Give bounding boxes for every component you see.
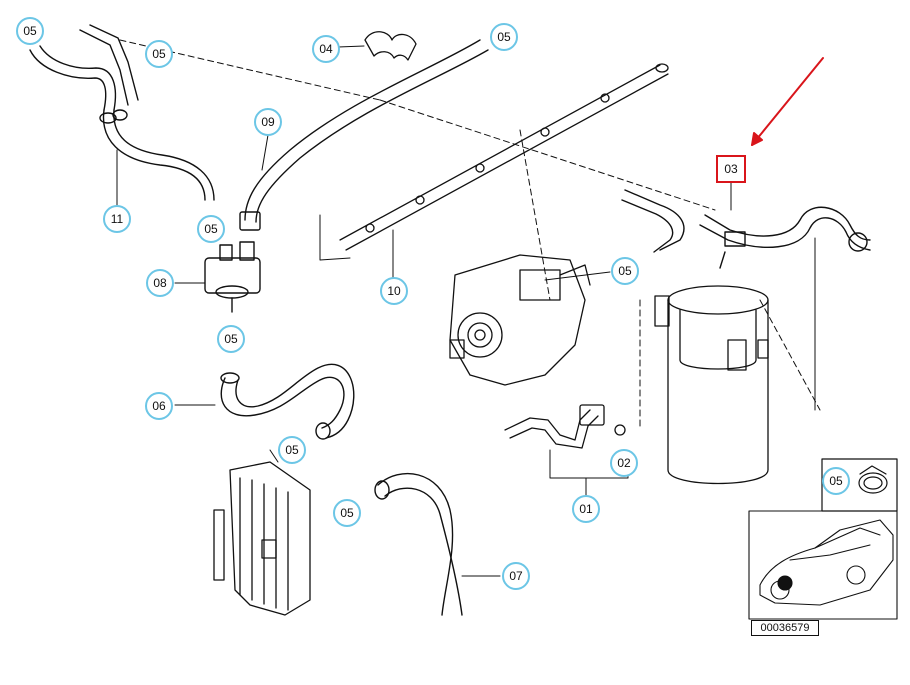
- callout-10[interactable]: 10: [380, 277, 408, 305]
- callout-09[interactable]: 09: [254, 108, 282, 136]
- callout-05-regulator-out[interactable]: 05: [217, 325, 245, 353]
- callout-label: 05: [285, 443, 299, 457]
- hose-07: [374, 472, 501, 616]
- callout-label: 05: [829, 474, 843, 488]
- hose-06: [174, 363, 355, 440]
- line-01: [504, 404, 629, 499]
- callout-02[interactable]: 02: [610, 449, 638, 477]
- callout-05-upper[interactable]: 05: [145, 40, 173, 68]
- callout-label: 07: [509, 569, 523, 583]
- callout-11[interactable]: 11: [103, 205, 131, 233]
- callout-label: 06: [152, 399, 166, 413]
- callout-label: 08: [153, 276, 167, 290]
- callout-label: 05: [152, 47, 166, 61]
- callout-label: 05: [340, 506, 354, 520]
- hose-11: [29, 24, 215, 206]
- fuel-rail-10: [319, 63, 669, 283]
- red-arrow-icon: [751, 57, 824, 146]
- callout-05-hose-07[interactable]: 05: [333, 499, 361, 527]
- callout-07[interactable]: 07: [502, 562, 530, 590]
- callout-04[interactable]: 04: [312, 35, 340, 63]
- callout-label: 10: [387, 284, 401, 298]
- return-hose-03: [621, 182, 871, 411]
- callout-label: 05: [618, 264, 632, 278]
- callout-label: 05: [23, 24, 37, 38]
- callout-label: 02: [617, 456, 631, 470]
- regulator-08: [174, 241, 261, 313]
- callout-05-inset[interactable]: 05: [822, 467, 850, 495]
- fuel-filter: [654, 285, 769, 485]
- callout-label: 01: [579, 502, 593, 516]
- callout-03-highlighted[interactable]: 03: [716, 155, 746, 183]
- callout-05-top-left[interactable]: 05: [16, 17, 44, 45]
- callout-label: 09: [261, 115, 275, 129]
- callout-label: 03: [724, 162, 738, 176]
- callout-label: 05: [204, 222, 218, 236]
- callout-label: 05: [224, 332, 238, 346]
- callout-label: 04: [319, 42, 333, 56]
- callout-label: 05: [497, 30, 511, 44]
- hose-09: [239, 39, 489, 231]
- injection-pump: [449, 254, 611, 386]
- car-locator-icon: [748, 510, 898, 620]
- callout-06[interactable]: 06: [145, 392, 173, 420]
- callout-label: 11: [110, 212, 124, 226]
- callout-01[interactable]: 01: [572, 495, 600, 523]
- document-number: 00036579: [751, 620, 819, 636]
- cooler-unit: [213, 449, 311, 616]
- callout-05-regulator[interactable]: 05: [197, 215, 225, 243]
- callout-05-rail[interactable]: 05: [490, 23, 518, 51]
- clamp-04: [337, 31, 417, 61]
- callout-05-cooler[interactable]: 05: [278, 436, 306, 464]
- callout-08[interactable]: 08: [146, 269, 174, 297]
- callout-05-pump[interactable]: 05: [611, 257, 639, 285]
